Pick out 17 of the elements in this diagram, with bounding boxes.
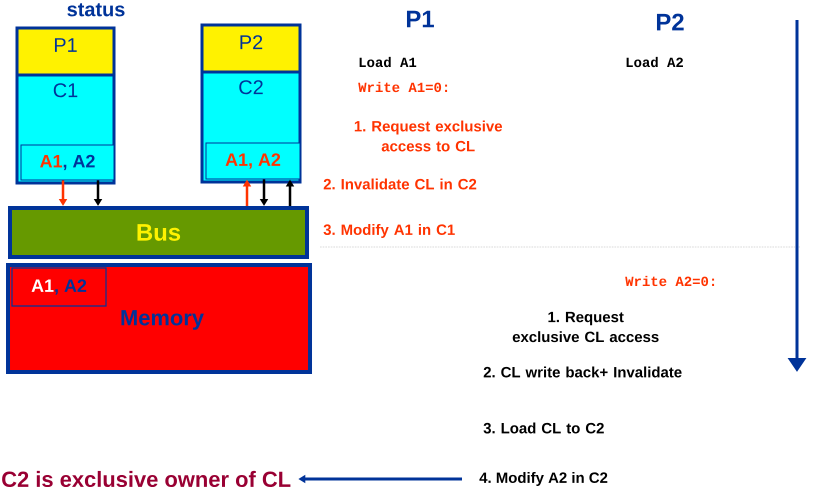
processor-box: P2 [200,24,302,74]
step-text: P1 [406,10,434,28]
step-text: 3. Load CL to C2 [484,422,604,434]
step-text: Write A1=0: [358,82,448,92]
bus-bar: Bus [8,206,309,259]
step-text: Load A1 [360,56,416,68]
step-text: 2. Invalidate CL in C2 [324,178,476,190]
step-text: 1. Request exclusive access to CL [354,120,502,152]
step-text: 1. Request exclusive CL access [512,312,659,342]
step-text: 3. Modify A1 in C1 [324,224,455,238]
note-text: C2 is exclusive owner of CL [2,470,290,488]
step-text: P2 [656,14,684,30]
note-text: 4. Modify A2 in C2 [479,472,608,486]
step-text: 2. CL write back+ Invalidate [484,366,682,378]
step-text: Write A2=0: [625,276,714,286]
step-text: Load A2 [626,56,683,68]
processor-box: P1 [16,26,116,76]
